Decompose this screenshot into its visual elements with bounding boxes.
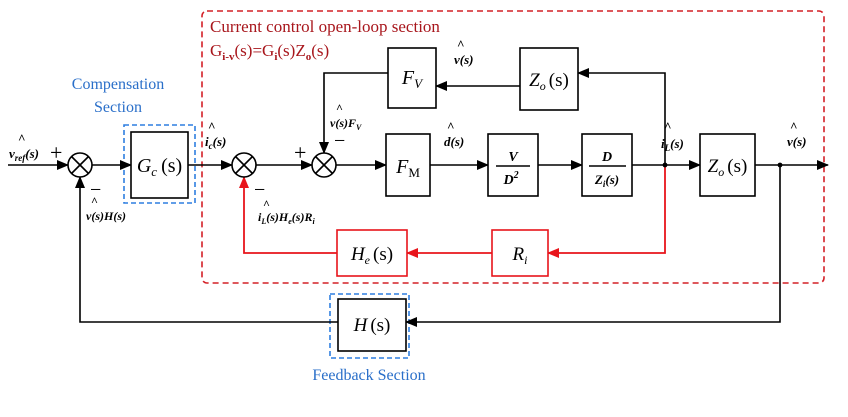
signal-d: ^ d(s) [444, 119, 464, 149]
svg-text:^: ^ [263, 197, 270, 211]
svg-text:Zi(s): Zi(s) [594, 172, 619, 189]
wire-il-to-zo-top [577, 68, 666, 165]
svg-text:vref(s): vref(s) [9, 146, 39, 163]
svg-text:^: ^ [91, 194, 98, 208]
svg-text:v(s)H(s): v(s)H(s) [86, 209, 126, 223]
svg-text:iL(s)He(s)Ri: iL(s)He(s)Ri [258, 210, 315, 226]
svg-text:d(s): d(s) [444, 134, 464, 149]
gc-block: Gc(s) [130, 131, 189, 199]
feedback-label: Feedback Section [312, 367, 425, 384]
signal-il: ^ iL(s) [661, 119, 684, 153]
svg-text:iL(s): iL(s) [661, 136, 684, 153]
current-loop-frame [201, 10, 825, 284]
svg-text:^: ^ [208, 119, 216, 134]
svg-text:^: ^ [457, 37, 465, 52]
v-over-d2-block: V D2 [487, 133, 539, 197]
svg-text:FV: FV [401, 67, 424, 91]
d-over-zi-block: D Zi(s) [581, 133, 633, 197]
svg-text:Ri: Ri [512, 244, 528, 267]
signal-ic: ^ ic(s) [205, 119, 226, 151]
sum-junction-3 [311, 152, 337, 178]
he-block: He(s) [336, 229, 408, 277]
current-loop-title: Current control open-loop section [210, 17, 440, 36]
fv-block: FV [387, 47, 437, 109]
h-block: H(s) [337, 298, 407, 352]
svg-text:v(s): v(s) [454, 52, 474, 67]
sum2-minus-sign: − [254, 179, 265, 201]
wire-h-to-sum1 [75, 176, 338, 323]
svg-text:ic(s): ic(s) [205, 134, 226, 151]
compensation-label-line2: Section [94, 99, 142, 116]
fm-block: FM [385, 133, 431, 197]
wire-fv-to-sum3 [319, 72, 388, 154]
current-loop-equation: Gi-v(s)=Gi(s)Zo(s) [210, 41, 329, 63]
svg-text:v(s)FV: v(s)FV [330, 116, 362, 132]
junction-il [662, 162, 668, 168]
signal-v-fv: ^ v(s)FV [330, 101, 362, 132]
sum3-minus-sign: − [334, 130, 345, 152]
compensation-label-line1: Compensation [72, 76, 164, 93]
svg-text:^: ^ [447, 119, 455, 134]
svg-text:^: ^ [664, 119, 672, 134]
svg-text:Zo(s): Zo(s) [529, 70, 569, 93]
svg-text:^: ^ [18, 131, 26, 146]
sum-junction-2 [231, 152, 257, 178]
signal-vout: ^ v(s) [787, 119, 807, 149]
svg-text:Gc(s): Gc(s) [137, 155, 182, 179]
signal-v-top: ^ v(s) [454, 37, 474, 67]
svg-text:V: V [508, 150, 519, 165]
svg-text:D: D [601, 150, 612, 165]
signal-vref: ^ vref(s) [9, 131, 39, 163]
junction-vout [777, 162, 783, 168]
zo-block-main: Zo(s) [699, 133, 756, 197]
svg-text:He(s): He(s) [350, 244, 393, 267]
svg-text:D2: D2 [502, 170, 518, 188]
wire-il-to-ri [547, 165, 666, 258]
signal-v-h: ^ v(s)H(s) [86, 194, 126, 223]
sum1-minus-sign: − [90, 179, 101, 201]
svg-text:v(s): v(s) [787, 134, 807, 149]
sum1-plus-sign: + [50, 140, 62, 165]
svg-text:^: ^ [336, 101, 343, 115]
sum-junction-1 [67, 152, 93, 178]
svg-text:FM: FM [395, 156, 420, 180]
wire-he-to-sum2 [239, 176, 337, 254]
signal-il-he-ri: ^ iL(s)He(s)Ri [258, 197, 315, 226]
svg-text:^: ^ [790, 119, 798, 134]
ri-block: Ri [491, 229, 549, 277]
svg-text:Zo(s): Zo(s) [708, 156, 748, 179]
sum3-plus-sign: + [294, 140, 306, 165]
wire-vout-to-h [405, 165, 781, 327]
svg-text:H(s): H(s) [353, 315, 391, 336]
zo-block-top: Zo(s) [519, 47, 579, 111]
